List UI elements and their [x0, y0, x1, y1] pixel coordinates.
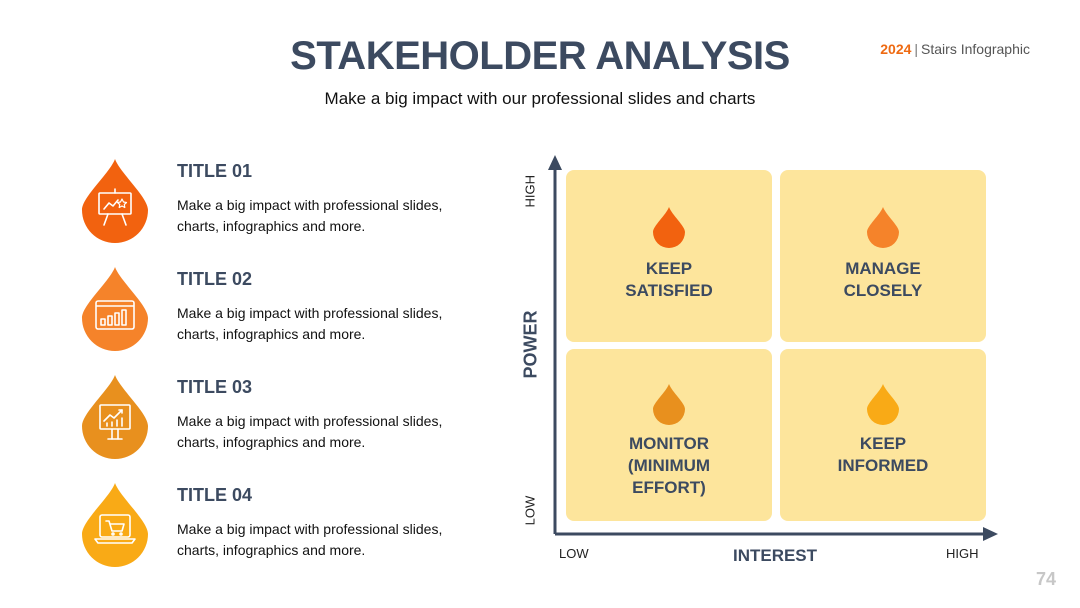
y-low-tick: LOW [522, 495, 538, 526]
brand-name: Stairs Infographic [921, 41, 1030, 57]
list-item-1: TITLE 01 Make a big impact with professi… [80, 157, 480, 252]
page-number: 74 [1035, 569, 1056, 589]
item-description: Make a big impact with professional slid… [177, 197, 443, 234]
drop-badge-1 [80, 157, 150, 243]
x-high-tick: HIGH [946, 546, 979, 561]
drop-badge-4 [80, 481, 150, 567]
quadrant-keep-satisfied: KEEP SATISFIED [566, 170, 772, 342]
quadrant-label: MONITOR (MINIMUM EFFORT) [627, 434, 711, 497]
page-subtitle: Make a big impact with our professional … [324, 89, 756, 108]
drop-badge-3 [80, 373, 150, 459]
drop-icon [867, 207, 899, 248]
item-title: TITLE 04 [177, 485, 253, 505]
matrix-axes [548, 155, 998, 541]
drop-icon [653, 384, 685, 425]
quadrant-manage-closely: MANAGE CLOSELY [780, 170, 986, 342]
drop-icon [867, 384, 899, 425]
x-low-tick: LOW [559, 546, 589, 561]
x-axis-arrow [983, 527, 998, 541]
shopping-cart-laptop-icon [94, 514, 136, 544]
list-item-4: TITLE 04 Make a big impact with professi… [80, 481, 480, 576]
quadrant-monitor: MONITOR (MINIMUM EFFORT) [566, 349, 772, 521]
item-description: Make a big impact with professional slid… [177, 413, 443, 450]
growth-chart-monitor-icon [99, 404, 131, 440]
list-item-2: TITLE 02 Make a big impact with professi… [80, 265, 480, 360]
brand-separator: | [914, 41, 919, 57]
x-axis-label: INTEREST [732, 546, 818, 565]
presentation-board-icon [98, 188, 132, 226]
bar-chart-window-icon [95, 300, 135, 330]
quadrant-keep-informed: KEEP INFORMED [780, 349, 986, 521]
y-axis-label: POWER [520, 310, 541, 379]
item-title: TITLE 03 [177, 377, 253, 397]
year-label: 2024 [880, 41, 912, 57]
brand-tag: 2024|Stairs Infographic [880, 41, 1030, 57]
drop-icon [653, 207, 685, 248]
item-title: TITLE 01 [177, 161, 253, 181]
item-description: Make a big impact with professional slid… [177, 521, 443, 558]
y-axis-arrow [548, 155, 562, 170]
y-high-tick: HIGH [522, 175, 538, 208]
item-title: TITLE 02 [177, 269, 253, 289]
list-item-3: TITLE 03 Make a big impact with professi… [80, 373, 480, 468]
drop-badge-2 [80, 265, 150, 351]
quadrant-label: KEEP INFORMED [837, 434, 929, 475]
item-description: Make a big impact with professional slid… [177, 305, 443, 342]
page-title: STAKEHOLDER ANALYSIS [290, 34, 790, 78]
quadrant-label: KEEP SATISFIED [625, 259, 713, 300]
quadrant-label: MANAGE CLOSELY [843, 259, 923, 300]
